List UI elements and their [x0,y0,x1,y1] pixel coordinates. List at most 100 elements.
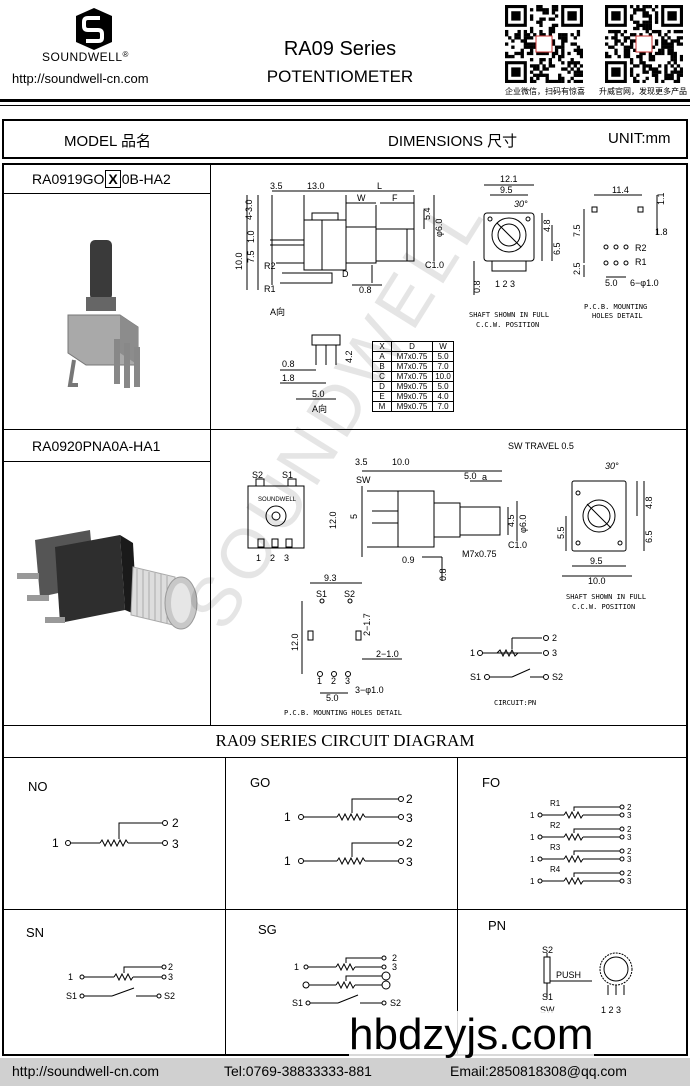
circuit-label-GO: GO [250,775,270,790]
d1-dim-5-4: 5.4 [422,207,432,220]
d1-dim-10: 10.0 [234,252,244,270]
model-1-photo [67,240,140,388]
circuit-SN-2: 2 [168,962,173,972]
d1-dim-phi6: φ6.0 [434,219,444,237]
d1-dim-13: 13.0 [307,181,325,191]
d2-pn-S2: S2 [552,672,563,682]
d1-pcb-6-holes: 6−φ1.0 [630,278,659,288]
qr-code-wechat [505,5,583,83]
d1-front-4-8: 4.8 [542,219,552,232]
d1-label-R1: R1 [264,284,276,294]
d1-front-note-1: SHAFT SHOWN IN FULL [469,311,549,319]
dimensions-heading: DIMENSIONS 尺寸 [388,133,518,150]
d1-front-9-5: 9.5 [500,185,513,195]
fo-pin-2: 2 [627,869,632,878]
d2-sw-travel: SW TRAVEL 0.5 [508,441,574,451]
fo-resistor [563,854,584,864]
dimension-drawing-1: 3.5 13.0 L W F 4-3.0 1.0 7.5 10.0 5.4 φ6… [234,174,668,414]
d2-side-4-5: 4.5 [506,514,516,527]
fo-pin-3: 3 [627,855,632,864]
circuit-label-FO: FO [482,775,500,790]
fo-resistor-label: R1 [550,799,561,808]
circuit-PN-pins: 1 2 3 [601,1005,621,1015]
d1-pcb-7-5: 7.5 [572,224,582,237]
fo-pin-3: 3 [627,877,632,886]
footer: http://soundwell-cn.com Tel:0769-3883333… [0,1058,690,1086]
fo-terminal-3 [619,878,625,884]
circuit-SG-2a: 2 [392,953,397,963]
d2-front-9-5: 9.5 [590,556,603,566]
d1-pcb-2-5: 2.5 [572,262,582,275]
model-col-divider-1 [210,163,211,726]
d2-pn-2: 2 [552,633,557,643]
d1-pin-4-2: 4.2 [344,350,354,363]
shaft-table-cell: M9x0.75 [391,401,433,412]
circuit-NO-1: 1 [52,836,59,850]
fo-wiper [573,850,620,855]
circuit-GO-2a: 2 [406,792,413,806]
shaft-table-cell: 5.0 [432,381,454,392]
d1-pin-view-A: A向 [312,403,327,414]
d1-front-30deg: 30° [514,199,528,209]
table-header: MODEL 品名 DIMENSIONS 尺寸 UNIT:mm [2,119,688,159]
brand-text: SOUNDWELL [42,50,123,64]
fo-terminal-1 [537,834,543,840]
fo-terminal-2 [619,804,625,810]
d1-dim-1-0: 1.0 [246,230,256,243]
series-title: RA09 Series [283,38,397,60]
circuit-GO-2b: 2 [406,836,413,850]
header-url[interactable]: http://soundwell-cn.com [12,71,149,86]
row-divider-3 [2,461,210,462]
d2-side-SW: SW [356,475,371,485]
circuit-col-divider-1 [225,757,226,1056]
circuit-label-SN: SN [26,925,44,940]
d2-pcb-2-1: 2−1.0 [376,649,399,659]
circuit-NO-2: 2 [172,816,179,830]
shaft-table-cell: M9x0.75 [391,391,433,402]
circuit-SN-1: 1 [68,972,73,982]
circuit-GO-1a: 1 [284,810,291,824]
footer-email[interactable]: Email:2850818308@qq.com [450,1063,627,1079]
circuit-GO-1b: 1 [284,854,291,868]
circuit-NO-3: 3 [172,837,179,851]
d2-front-4-8: 4.8 [644,496,654,509]
d2-side-0-8: 0.8 [438,568,448,581]
shaft-table-cell: 7.0 [432,361,454,372]
registered-mark: ® [122,50,129,59]
d1-pcb-R1: R1 [635,257,647,267]
d1-dim-L: L [377,181,382,191]
unit-heading: UNIT:mm [608,130,671,147]
fo-pin-1: 1 [530,833,535,842]
dimension-drawing-2: SW TRAVEL 0.5 SOUNDWELL S2 S1 1 2 3 SW 3… [247,441,654,717]
circuit-SN-S1: S1 [66,991,77,1001]
fo-terminal-2 [619,848,625,854]
d1-label-R2: R2 [264,261,276,271]
d1-view-A: A向 [270,306,285,317]
d2-pn-title: CIRCUIT:PN [494,699,536,707]
d1-dim-4-3: 4-3.0 [244,199,254,220]
circuit-SG-S2: S2 [390,998,401,1008]
shaft-table-cell: 7.0 [432,401,454,412]
d2-pn-S1: S1 [470,672,481,682]
fo-resistor [563,832,584,842]
d1-pin-0-8: 0.8 [282,359,295,369]
main-table [2,163,688,1056]
d1-dim-3-5: 3.5 [270,181,283,191]
d1-front-pins: 1 2 3 [495,279,515,289]
circuit-title: RA09 SERIES CIRCUIT DIAGRAM [215,731,475,750]
circuit-SN-S2: S2 [164,991,175,1001]
circuit-SG-S1: S1 [292,998,303,1008]
d2-pcb-pin1: 1 [317,676,322,686]
circuit-SN-3: 3 [168,972,173,982]
fo-terminal-2 [619,826,625,832]
d2-front-note-1: SHAFT SHOWN IN FULL [566,593,646,601]
footer-url[interactable]: http://soundwell-cn.com [12,1063,160,1079]
model-2-photo [17,530,198,630]
model-1-prefix: RA0919GO [32,171,105,187]
circuit-diagrams: NO 1 2 3 GO 1 2 3 1 2 3 FO R1123R2123R31… [26,775,633,1015]
fo-resistor [563,810,584,820]
shaft-table-cell: 5.0 [432,351,454,362]
d1-dim-0-8: 0.8 [359,285,372,295]
